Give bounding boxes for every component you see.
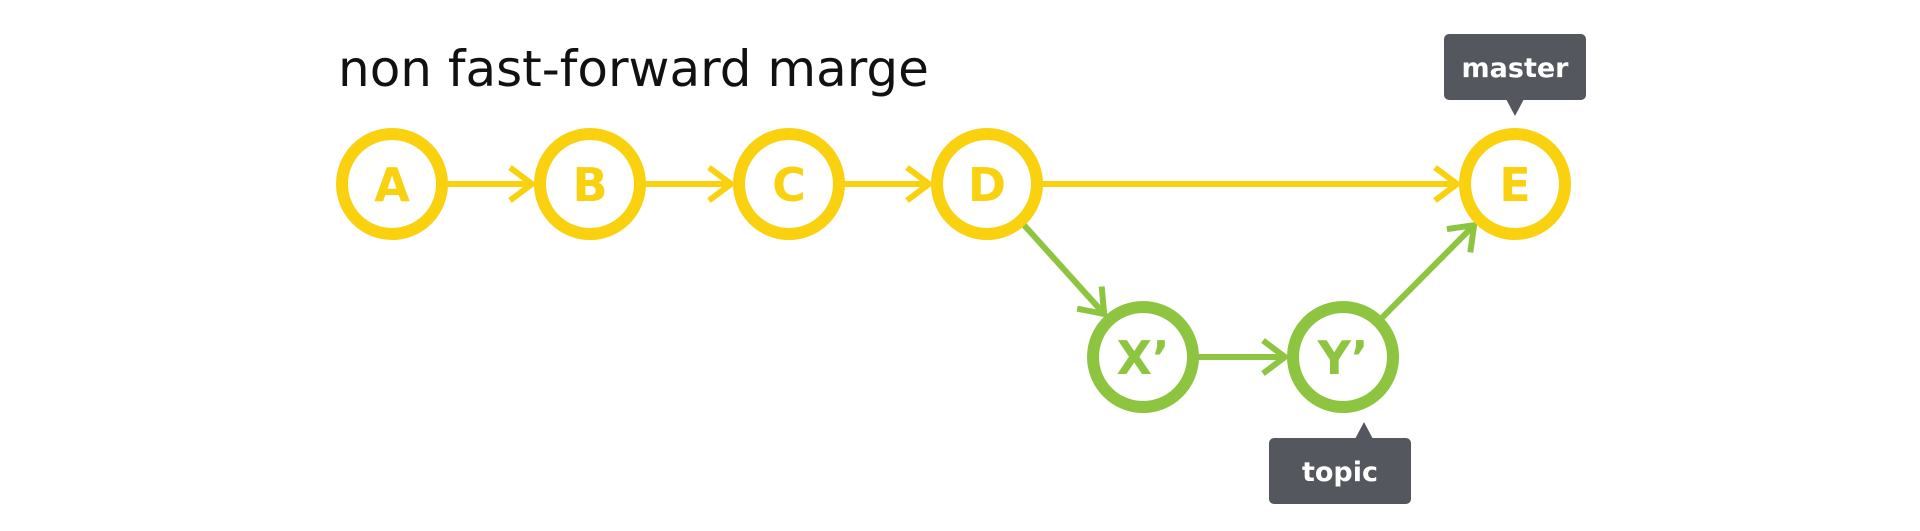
edge-C-D [843, 165, 934, 203]
commit-label: C [772, 158, 806, 212]
nodes-layer: A B C D E X’ Y’ [336, 128, 1571, 413]
commit-label: X’ [1117, 331, 1170, 385]
commit-node-B: B [534, 128, 646, 240]
commit-node-Y: Y’ [1287, 301, 1399, 413]
edge-D-E [1041, 165, 1462, 203]
edge-A-B [446, 165, 537, 203]
commit-label: Y’ [1317, 331, 1369, 385]
commit-label: A [374, 158, 410, 212]
tag-box [1444, 34, 1586, 100]
tag-label: topic [1302, 457, 1378, 488]
commit-node-D: D [931, 128, 1043, 240]
tags-layer: master topic [1269, 34, 1586, 504]
commit-label: B [572, 158, 607, 212]
commit-node-E: E [1459, 128, 1571, 240]
branch-tag-master: master [1444, 34, 1586, 116]
commit-label: D [968, 158, 1006, 212]
edge-B-C [644, 165, 736, 203]
diagram-title: non fast-forward marge [338, 40, 929, 98]
edge-D-X [1020, 222, 1108, 318]
commit-circle [336, 128, 448, 240]
tag-pointer [1355, 422, 1373, 439]
tag-label: master [1462, 53, 1570, 84]
commit-circle [1087, 301, 1199, 413]
commit-node-C: C [733, 128, 845, 240]
commit-node-X: X’ [1087, 301, 1199, 413]
branch-tag-topic: topic [1269, 422, 1411, 504]
edge-Y-E [1378, 221, 1478, 321]
commit-label: E [1499, 158, 1530, 212]
commit-circle [733, 128, 845, 240]
commit-circle [534, 128, 646, 240]
commit-node-A: A [336, 128, 448, 240]
commit-circle [1287, 301, 1399, 413]
edge-X-Y [1197, 338, 1290, 376]
edges-layer [446, 165, 1478, 376]
tag-box [1269, 438, 1411, 504]
tag-pointer [1506, 99, 1524, 116]
commit-circle [1459, 128, 1571, 240]
commit-circle [931, 128, 1043, 240]
